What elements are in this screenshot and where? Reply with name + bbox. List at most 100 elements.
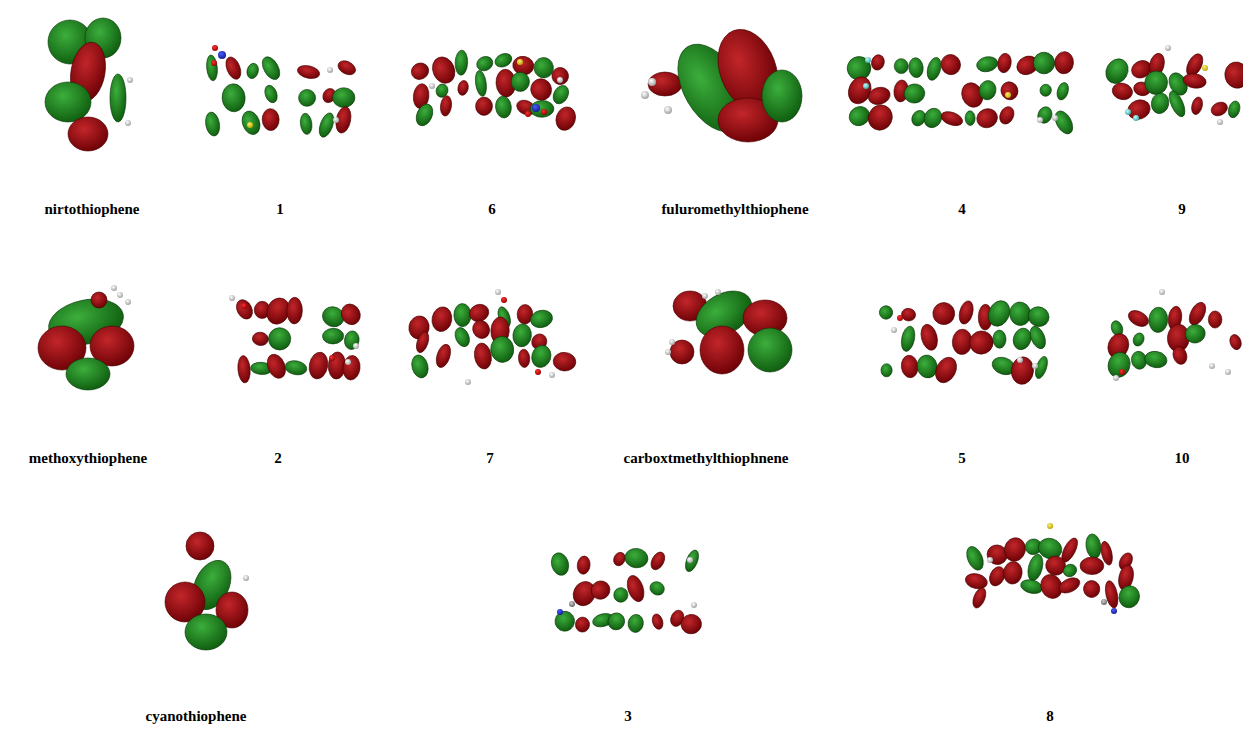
orbital-lobe [452, 325, 472, 348]
orbital-lobe [624, 573, 647, 604]
atom-sphere [569, 601, 575, 607]
atom-sphere [465, 379, 471, 385]
molecule-orbital [878, 297, 1052, 386]
atom-sphere [111, 285, 117, 291]
orbital-lobe [408, 60, 431, 82]
orbital-lobe [474, 54, 495, 73]
orbital-lobe [1186, 300, 1209, 328]
orbital-lobe [998, 79, 1020, 102]
orbital-lobe [409, 353, 430, 380]
orbital-lobe [322, 328, 344, 345]
orbital-lobe [549, 551, 571, 578]
orbital-lobe [1002, 561, 1023, 585]
orbital-lobe [1105, 349, 1134, 380]
molecule-orbital [407, 289, 577, 385]
molecule-orbital [1105, 289, 1243, 381]
orbital-lobe [1149, 91, 1171, 115]
molecule-orbital [641, 21, 802, 144]
orbital-lobe [680, 613, 703, 635]
orbital-lobe [975, 55, 999, 74]
molecule-orbital [229, 294, 364, 383]
orbital-lobe [1080, 557, 1104, 575]
orbital-lobe [605, 610, 628, 633]
orbital-lobe [454, 303, 472, 326]
orbital-lobe [529, 308, 555, 330]
orbital-lobe [974, 106, 1000, 131]
orbital-lobe [550, 83, 572, 107]
orbital-lobe [307, 351, 330, 381]
figure-label: 4 [958, 201, 966, 218]
orbital-lobe [1209, 100, 1230, 119]
orbital-lobe [296, 63, 321, 80]
orbital-lobe [533, 56, 555, 79]
orbital-lobe [1166, 89, 1188, 119]
figure-label: 3 [624, 708, 632, 725]
orbital-lobe [1116, 583, 1142, 610]
orbital-lobe [550, 66, 570, 87]
orbital-lobe [287, 297, 303, 324]
orbital-lobe [964, 571, 989, 590]
orbital-lobe [627, 613, 645, 633]
orbital-lobe [1103, 580, 1120, 610]
orbital-lobe [1222, 60, 1243, 91]
orbital-lobe [965, 111, 975, 126]
atom-sphere [243, 575, 249, 581]
orbital-lobe [908, 57, 924, 78]
orbital-lobe [245, 62, 260, 80]
atom-sphere [501, 297, 507, 303]
atom-sphere [1017, 357, 1023, 363]
figure-label: 10 [1175, 450, 1190, 467]
figure-label: carboxtmethylthiophnene [624, 450, 789, 467]
atom-sphere [1209, 363, 1215, 369]
orbital-lobe [263, 84, 280, 105]
orbital-lobe [332, 88, 354, 108]
orbital-lobe [428, 53, 458, 86]
orbital-lobe [1227, 100, 1242, 119]
orbital-lobe [237, 355, 251, 383]
atom-sphere [541, 109, 547, 115]
orbital-lobe [493, 51, 514, 70]
orbital-lobe [1125, 97, 1153, 123]
orbital-lobe [472, 342, 493, 371]
atom-sphere [127, 77, 133, 83]
atom-sphere [333, 117, 339, 123]
orbital-lobe [342, 355, 362, 381]
orbital-lobe [931, 354, 960, 387]
orbital-lobe [518, 349, 530, 368]
orbital-lobe [439, 95, 452, 117]
orbital-lobe [1010, 326, 1033, 352]
atom-sphere [1101, 599, 1107, 605]
atom-sphere [125, 299, 131, 305]
orbital-lobe [336, 58, 358, 78]
orbital-lobe [68, 117, 108, 151]
atom-sphere [1159, 289, 1165, 295]
orbital-lobe [204, 111, 221, 137]
orbital-lobe [1002, 535, 1028, 563]
orbital-lobe [1171, 345, 1189, 366]
orbital-lobe [864, 101, 896, 134]
orbital-lobe [1019, 578, 1044, 596]
molecule-orbital [843, 49, 1076, 136]
orbital-lobe [430, 305, 454, 333]
orbital-lobe [284, 359, 308, 376]
orbital-lobe [1035, 105, 1054, 126]
atom-sphere [1047, 523, 1053, 529]
orbital-lobe [299, 113, 313, 135]
atom-sphere [863, 83, 869, 89]
orbital-lobe [553, 352, 577, 372]
figure-label: nirtothiophene [44, 201, 139, 218]
atom-sphere [429, 83, 435, 89]
atom-sphere [229, 295, 235, 301]
orbital-lobe [1025, 553, 1045, 583]
orbital-lobe [1102, 55, 1133, 88]
atom-sphere [212, 45, 218, 51]
atom-sphere [1202, 65, 1208, 71]
orbital-lobe [1084, 533, 1102, 560]
orbital-lobe [938, 52, 963, 78]
figure-label: 7 [486, 450, 494, 467]
atom-sphere [897, 315, 903, 321]
orbital-lobe [252, 331, 270, 346]
atom-sphere [715, 289, 721, 295]
figure-label: cyanothiophene [146, 708, 247, 725]
atom-sphere [241, 303, 247, 309]
